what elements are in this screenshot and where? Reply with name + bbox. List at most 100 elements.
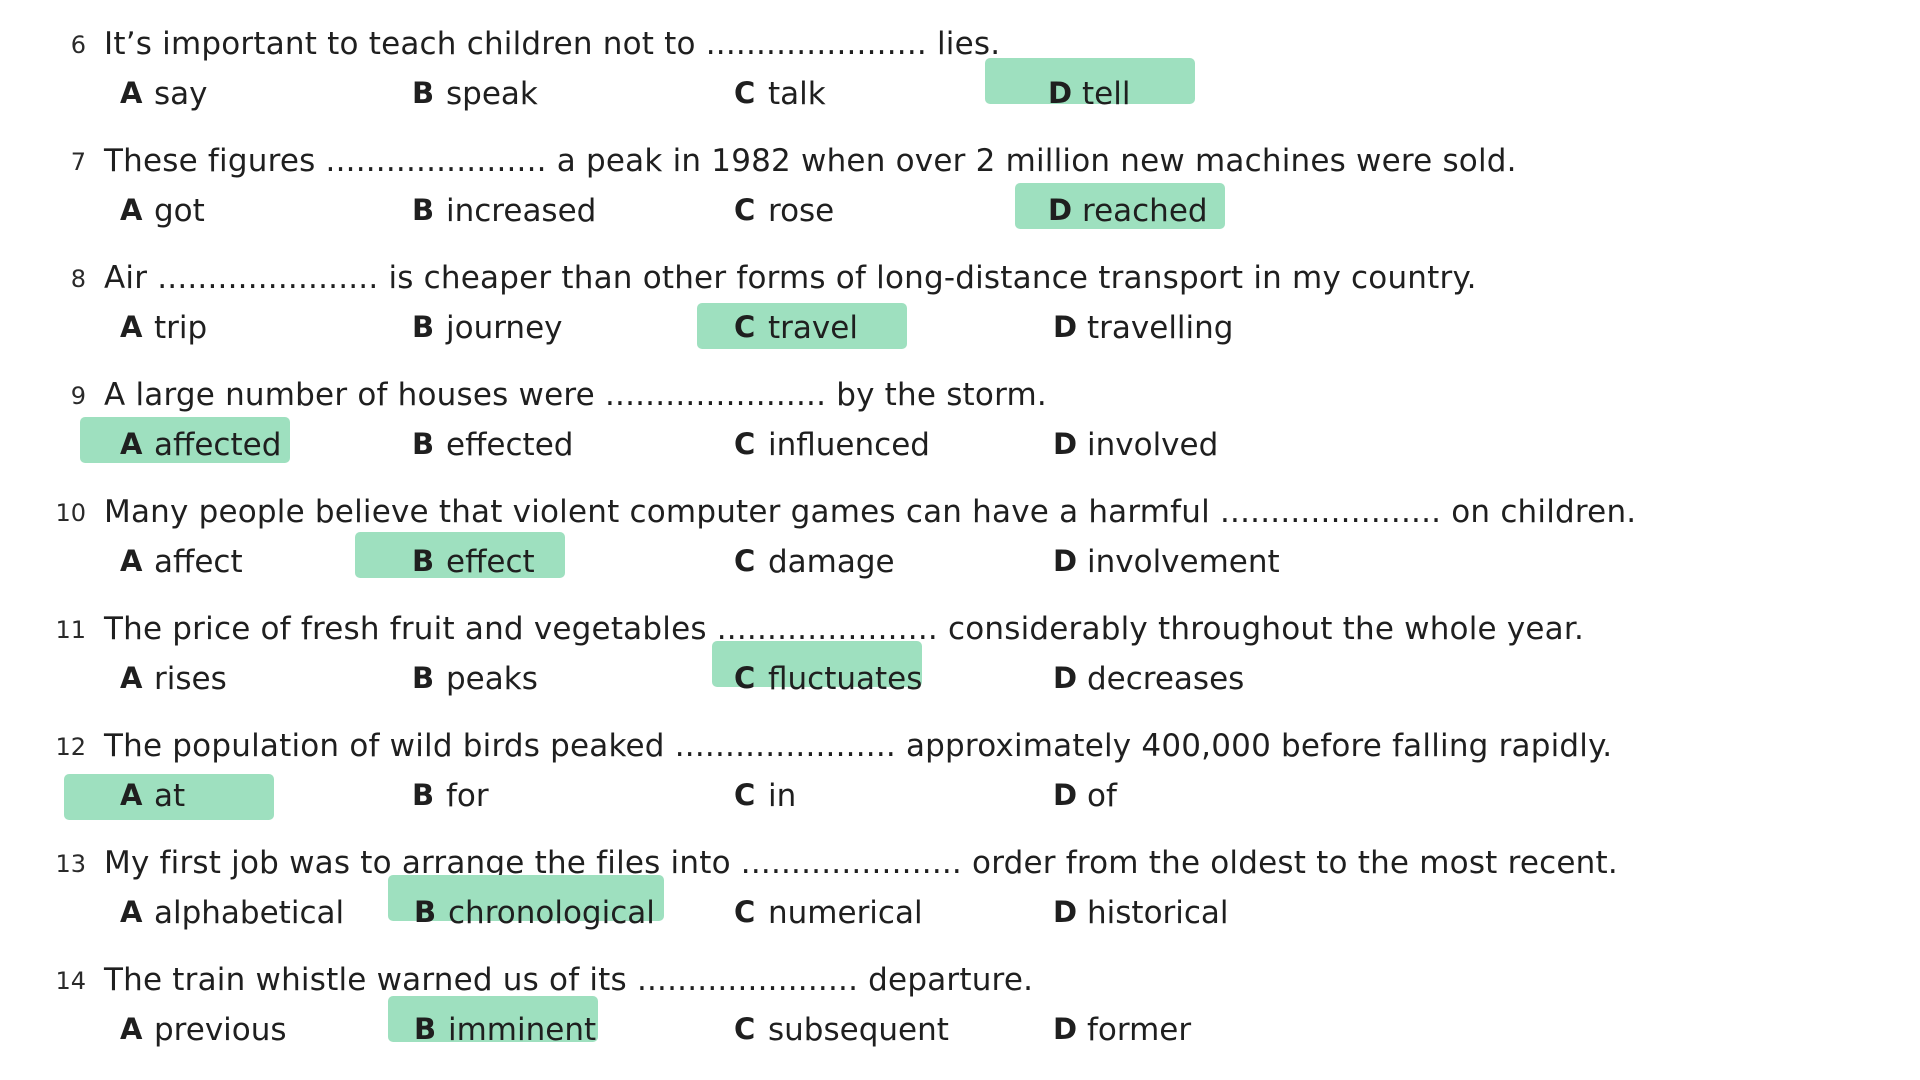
option-text: imminent	[448, 1012, 597, 1048]
option-letter: A	[120, 310, 143, 344]
option-letter: C	[734, 193, 756, 227]
question-text: Many people believe that violent compute…	[104, 494, 1637, 530]
option-letter: C	[734, 895, 756, 929]
question-number: 10	[55, 499, 86, 527]
option-letter: D	[1053, 1012, 1078, 1046]
option-text: former	[1087, 1012, 1192, 1048]
question-number: 7	[70, 148, 86, 176]
option-text: effect	[446, 544, 535, 580]
option-text: in	[768, 778, 797, 814]
option-letter: D	[1053, 661, 1078, 695]
option-text: involvement	[1087, 544, 1280, 580]
option-a-selected[interactable]: A at	[64, 774, 274, 820]
option-c-selected[interactable]: C travel	[697, 303, 907, 349]
option-letter: A	[120, 895, 143, 929]
option-text: affected	[154, 427, 282, 463]
question-number: 9	[70, 382, 86, 410]
question-10: 10 Many people believe that violent comp…	[0, 488, 1920, 588]
option-text: reached	[1082, 193, 1208, 229]
option-letter: B	[412, 76, 435, 110]
option-c-selected[interactable]: C fluctuates	[712, 641, 922, 697]
question-text: My first job was to arrange the files in…	[104, 845, 1618, 881]
question-number: 14	[55, 967, 86, 995]
question-number: 12	[55, 733, 86, 761]
option-text: involved	[1087, 427, 1219, 463]
option-text: alphabetical	[154, 895, 345, 931]
question-14: 14 The train whistle warned us of its ..…	[0, 956, 1920, 1056]
option-text: chronological	[448, 895, 655, 931]
option-letter: A	[120, 76, 143, 110]
option-letter: A	[120, 193, 143, 227]
option-text: journey	[446, 310, 563, 346]
option-text: tell	[1082, 76, 1131, 112]
option-text: influenced	[768, 427, 930, 463]
option-letter: A	[120, 544, 143, 578]
option-letter: B	[412, 193, 435, 227]
question-text: Air ...................... is cheaper th…	[104, 260, 1477, 296]
option-text: got	[154, 193, 205, 229]
option-letter: C	[734, 310, 756, 344]
question-number: 11	[55, 616, 86, 644]
option-text: subsequent	[768, 1012, 949, 1048]
option-letter: A	[120, 427, 143, 461]
option-letter: A	[120, 661, 143, 695]
option-letter: D	[1053, 310, 1078, 344]
option-d-selected[interactable]: D reached	[1015, 183, 1225, 229]
option-letter: B	[412, 544, 435, 578]
question-number: 8	[70, 265, 86, 293]
option-text: at	[154, 778, 186, 814]
option-text: previous	[154, 1012, 287, 1048]
option-text: fluctuates	[768, 661, 923, 697]
option-letter: C	[734, 661, 756, 695]
option-b-selected[interactable]: B effect	[355, 532, 565, 580]
option-text: increased	[446, 193, 597, 229]
question-number: 13	[55, 850, 86, 878]
question-8: 8 Air ...................... is cheaper …	[0, 254, 1920, 354]
question-7: 7 These figures ...................... a…	[0, 137, 1920, 237]
option-letter: D	[1053, 544, 1078, 578]
option-text: rises	[154, 661, 227, 697]
option-text: of	[1087, 778, 1117, 814]
option-letter: A	[120, 1012, 143, 1046]
option-text: effected	[446, 427, 574, 463]
option-text: talk	[768, 76, 826, 112]
option-letter: C	[734, 1012, 756, 1046]
option-letter: D	[1053, 427, 1078, 461]
option-letter: D	[1053, 895, 1078, 929]
option-letter: B	[412, 427, 435, 461]
option-letter: A	[120, 778, 143, 812]
option-text: travelling	[1087, 310, 1234, 346]
option-letter: B	[414, 895, 437, 929]
option-text: historical	[1087, 895, 1229, 931]
option-text: peaks	[446, 661, 538, 697]
question-text: A large number of houses were ..........…	[104, 377, 1047, 413]
question-text: The train whistle warned us of its .....…	[104, 962, 1034, 998]
option-letter: C	[734, 427, 756, 461]
option-letter: D	[1053, 778, 1078, 812]
option-letter: B	[412, 778, 435, 812]
option-b-selected[interactable]: B imminent	[388, 996, 598, 1048]
option-letter: D	[1048, 76, 1073, 110]
option-text: decreases	[1087, 661, 1245, 697]
option-text: trip	[154, 310, 208, 346]
question-11: 11 The price of fresh fruit and vegetabl…	[0, 605, 1920, 705]
option-b-selected[interactable]: B chronological	[388, 875, 664, 931]
option-text: travel	[768, 310, 858, 346]
question-6: 6 It’s important to teach children not t…	[0, 20, 1920, 120]
option-text: say	[154, 76, 208, 112]
option-letter: C	[734, 76, 756, 110]
option-a-selected[interactable]: A affected	[80, 417, 290, 463]
question-text: These figures ...................... a p…	[104, 143, 1517, 179]
option-d-selected[interactable]: D tell	[985, 58, 1195, 112]
option-text: rose	[768, 193, 835, 229]
question-13: 13 My first job was to arrange the files…	[0, 839, 1920, 939]
option-letter: C	[734, 544, 756, 578]
option-text: damage	[768, 544, 895, 580]
option-text: affect	[154, 544, 243, 580]
option-letter: C	[734, 778, 756, 812]
option-letter: B	[412, 661, 435, 695]
question-number: 6	[70, 31, 86, 59]
question-text: The population of wild birds peaked ....…	[104, 728, 1613, 764]
option-letter: B	[414, 1012, 437, 1046]
